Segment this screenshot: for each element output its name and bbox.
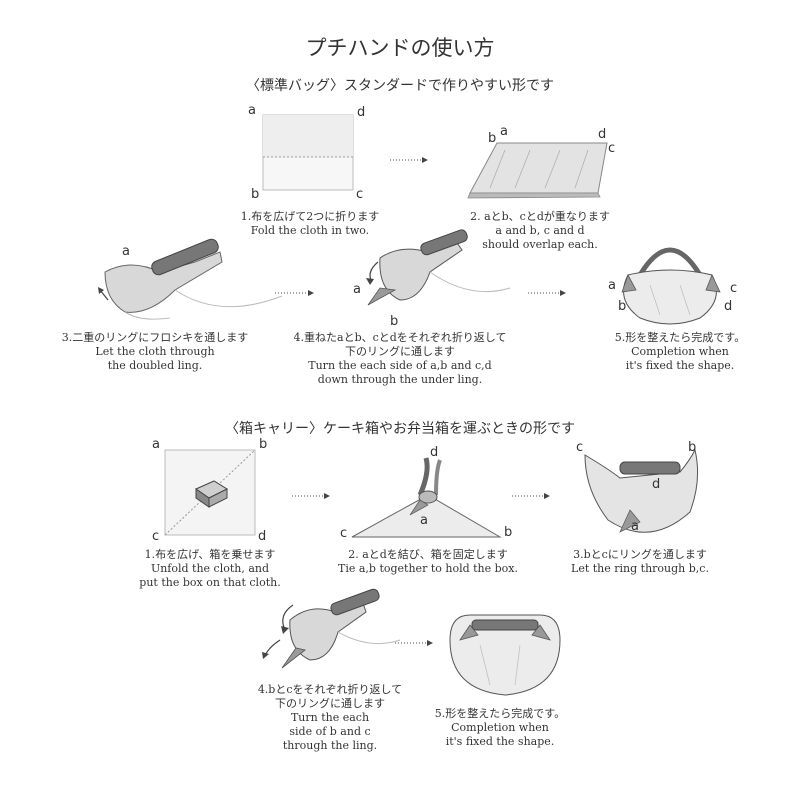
corner-label-a: a xyxy=(122,244,130,259)
corner-label-a: a xyxy=(631,519,639,534)
corner-label-b: b xyxy=(251,187,260,202)
box-step-2-caption: 2. aとdを結び、箱を固定します Tie a,b together to ho… xyxy=(318,548,538,576)
caption-en: side of b and c xyxy=(289,725,371,738)
caption-jp: 4.bとcをそれぞれ折り返して xyxy=(257,683,403,696)
caption-jp: 5.形を整えたら完成です。 xyxy=(614,331,746,344)
corner-label-c: c xyxy=(356,187,364,202)
corner-label-c: c xyxy=(730,281,738,296)
caption-jp: 3.二重のリングにフロシキを通します xyxy=(61,331,249,344)
box-step-3-caption: 3.bとcにリングを通します Let the ring through b,c. xyxy=(540,548,740,576)
caption-en: it's fixed the shape. xyxy=(445,735,555,748)
bag-step-1-caption: 1.布を広げて2つに折ります Fold the cloth in two. xyxy=(200,210,420,238)
caption-jp: 3.bとcにリングを通します xyxy=(573,548,707,561)
corner-label-b: b xyxy=(504,525,513,540)
corner-label-b: b xyxy=(488,131,497,146)
caption-en: Unfold the cloth, and xyxy=(150,562,270,575)
corner-label-a: a xyxy=(608,278,616,293)
corner-label-c: c xyxy=(340,526,348,541)
corner-label-b: b xyxy=(618,299,627,314)
caption-jp: 2. aとb、cとdが重なります xyxy=(470,210,610,223)
corner-label-d: d xyxy=(598,127,607,142)
corner-label-a: a xyxy=(248,103,256,118)
corner-label-c: c xyxy=(152,529,160,544)
box-step-5-caption: 5.形を整えたら完成です。 Completion when it's fixed… xyxy=(410,707,590,749)
caption-en: Completion when xyxy=(631,345,729,358)
corner-label-d: d xyxy=(430,445,439,460)
caption-en: Tie a,b together to hold the box. xyxy=(338,562,518,575)
caption-en: the doubled ling. xyxy=(107,359,203,372)
caption-en: through the ling. xyxy=(282,739,378,752)
caption-en: Turn the each xyxy=(290,711,370,724)
caption-jp: 2. aとdを結び、箱を固定します xyxy=(348,548,508,561)
bag-step-2-caption: 2. aとb、cとdが重なります a and b, c and d should… xyxy=(430,210,650,252)
page-title: プチハンドの使い方 xyxy=(305,36,495,60)
caption-en: Let the ring through b,c. xyxy=(571,562,709,575)
caption-jp: 4.重ねたaとb、cとdをそれぞれ折り返して xyxy=(293,331,507,344)
caption-en: a and b, c and d xyxy=(495,224,585,237)
caption-en: down through the under ling. xyxy=(317,373,483,386)
caption-en: Fold the cloth in two. xyxy=(250,224,370,237)
corner-label-a: a xyxy=(353,282,361,297)
bag-step-3-caption: 3.二重のリングにフロシキを通します Let the cloth through… xyxy=(50,331,260,373)
section-heading-standard-bag: 〈標準バッグ〉スタンダードで作りやすい形です xyxy=(246,78,554,94)
caption-jp: 5.形を整えたら完成です。 xyxy=(434,707,566,720)
box-step-4-caption: 4.bとcをそれぞれ折り返して 下のリングに通します Turn the each… xyxy=(230,683,430,753)
caption-en: should overlap each. xyxy=(482,238,598,251)
box-step-1-caption: 1.布を広げ、箱を乗せます Unfold the cloth, and put … xyxy=(100,548,320,590)
corner-label-b: b xyxy=(390,314,399,329)
caption-en: Turn the each side of a,b and c,d xyxy=(308,359,492,372)
caption-jp: 1.布を広げて2つに折ります xyxy=(240,210,380,223)
caption-en: Let the cloth through xyxy=(95,345,215,358)
caption-en: put the box on that cloth. xyxy=(139,576,281,589)
bag-step-5-caption: 5.形を整えたら完成です。 Completion when it's fixed… xyxy=(590,331,770,373)
caption-jp: 1.布を広げ、箱を乗せます xyxy=(144,548,276,561)
caption-en: Completion when xyxy=(451,721,549,734)
corner-label-a: a xyxy=(152,437,160,452)
corner-label-b: b xyxy=(259,437,268,452)
corner-label-d: d xyxy=(652,477,661,492)
ring-icon xyxy=(619,461,681,475)
bag-step-4-caption: 4.重ねたaとb、cとdをそれぞれ折り返して 下のリングに通します Turn t… xyxy=(290,331,510,387)
corner-label-c: c xyxy=(576,440,584,455)
box-icon xyxy=(194,480,229,508)
caption-en: it's fixed the shape. xyxy=(625,359,735,372)
caption-jp: 下のリングに通します xyxy=(345,345,455,358)
corner-label-d: d xyxy=(258,529,267,544)
section-heading-box-carry: 〈箱キャリー〉ケーキ箱やお弁当箱を運ぶときの形です xyxy=(225,421,575,437)
corner-label-d: d xyxy=(724,299,733,314)
caption-jp: 下のリングに通します xyxy=(275,697,385,710)
corner-label-a: a xyxy=(500,124,508,139)
corner-label-a: a xyxy=(420,513,428,528)
corner-label-c: c xyxy=(608,141,616,156)
corner-label-d: d xyxy=(357,105,366,120)
corner-label-b: b xyxy=(688,440,697,455)
